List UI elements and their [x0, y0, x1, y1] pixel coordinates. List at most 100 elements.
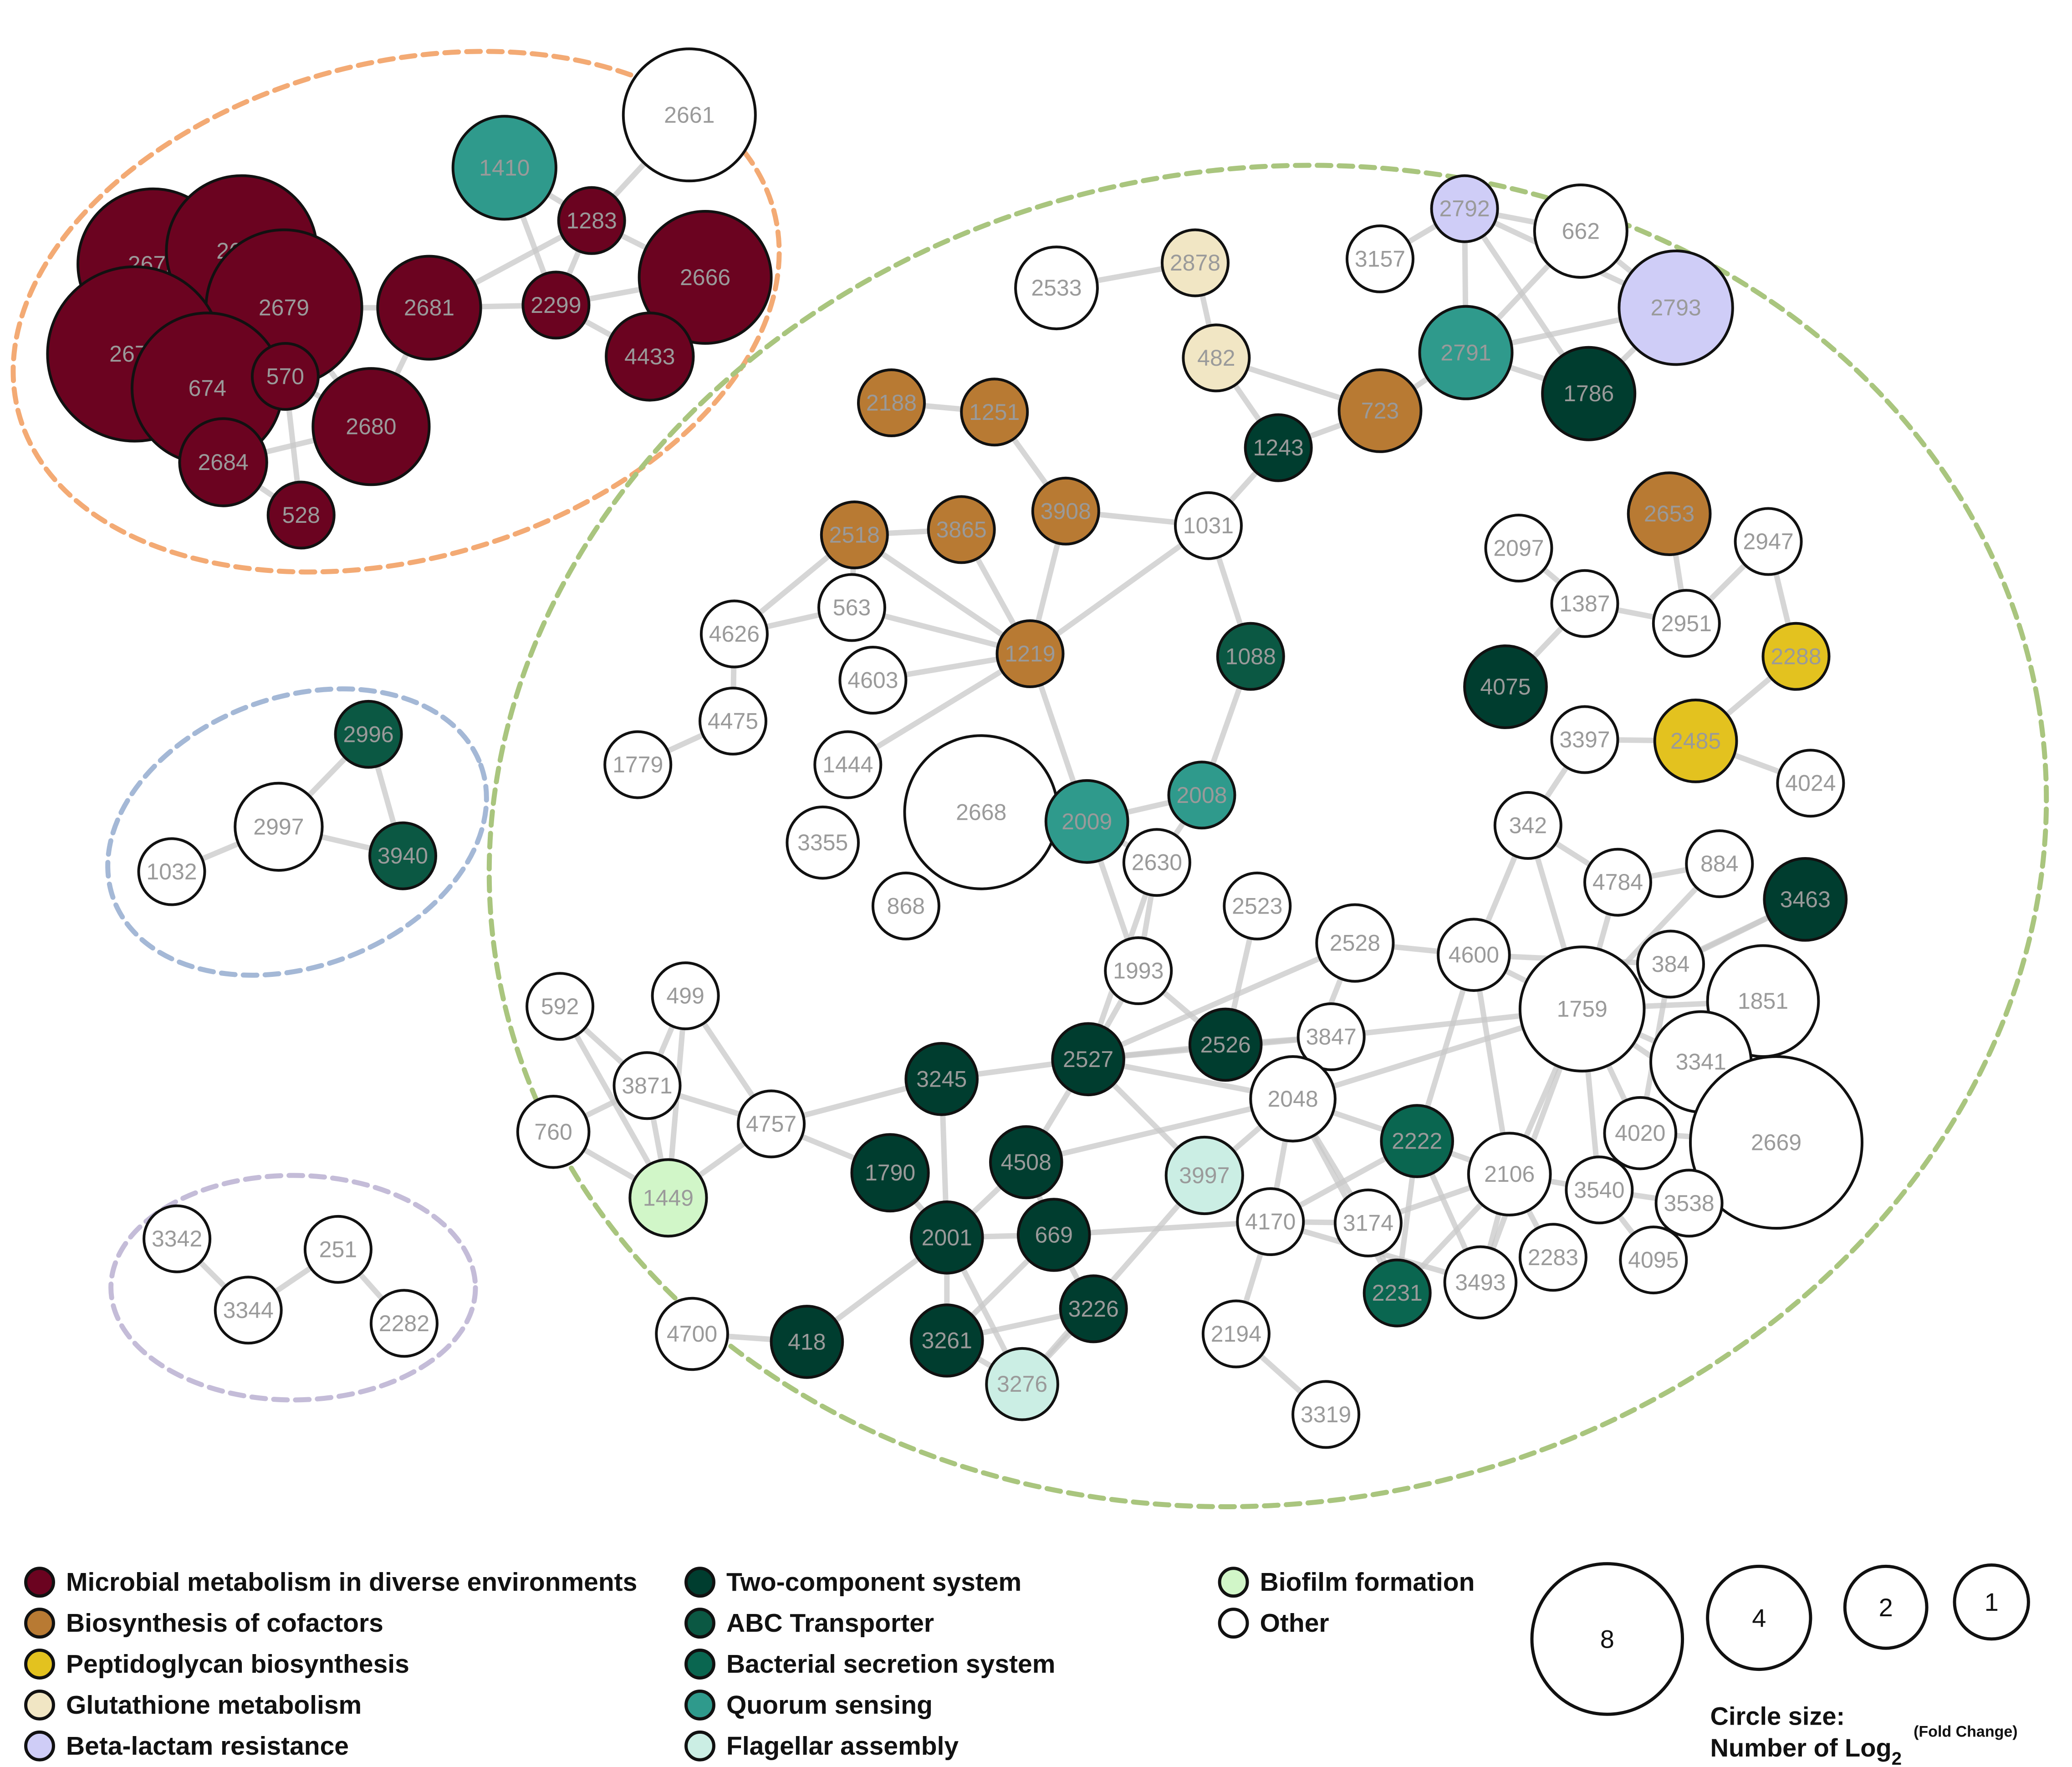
- node-label: 2947: [1743, 529, 1793, 554]
- node-label: 2878: [1170, 250, 1220, 276]
- network-node: 3261: [910, 1303, 984, 1378]
- node-label: 2630: [1132, 850, 1182, 875]
- node-circle: [638, 210, 773, 345]
- cluster-metabolism: [10, 49, 782, 575]
- network-node: 2630: [1122, 828, 1191, 897]
- network-node: 3344: [214, 1276, 283, 1345]
- node-label: 3261: [922, 1328, 972, 1353]
- node-circle: [1533, 184, 1628, 279]
- node-label: 2299: [531, 292, 581, 318]
- network-node: 2661: [622, 47, 757, 183]
- node-label: 3463: [1780, 887, 1831, 912]
- network-node: 2283: [1518, 1223, 1587, 1292]
- node-circle: [1182, 323, 1251, 393]
- network-node: 4475: [699, 686, 767, 756]
- network-node: 499: [651, 961, 720, 1031]
- network-node: 1779: [603, 730, 673, 799]
- node-label: 2679: [259, 295, 309, 321]
- network-node: 563: [817, 573, 886, 642]
- node-circle: [770, 1305, 844, 1379]
- node-label: 2288: [1771, 643, 1821, 669]
- node-label: 2008: [1176, 782, 1227, 808]
- node-label: 3540: [1574, 1177, 1624, 1203]
- node-circle: [1653, 699, 1738, 783]
- network-node: 2001: [910, 1200, 984, 1275]
- legend-label: Beta-lactam resistance: [66, 1731, 349, 1761]
- node-label: 868: [887, 893, 925, 919]
- node-circle: [1167, 761, 1236, 830]
- node-circle: [303, 1215, 373, 1284]
- network-node: 2684: [178, 417, 268, 507]
- network-node: 1993: [1104, 936, 1173, 1005]
- node-circle: [1652, 589, 1721, 658]
- node-circle: [1216, 622, 1285, 691]
- node-circle: [1763, 857, 1848, 942]
- legend-swatch: [24, 1730, 55, 1762]
- node-circle: [1603, 1096, 1678, 1170]
- node-label: 2996: [343, 721, 393, 747]
- network-node: 1444: [813, 730, 883, 799]
- size-circle: [1706, 1564, 1812, 1671]
- size-legend-circle: 8: [1530, 1562, 1684, 1716]
- legend-label: Microbial metabolism in diverse environm…: [66, 1568, 637, 1597]
- network-node: 2527: [1051, 1022, 1125, 1097]
- network-node: 2996: [334, 700, 403, 769]
- node-label: 4603: [847, 668, 898, 693]
- node-label: 2653: [1644, 501, 1694, 526]
- node-label: 592: [541, 994, 579, 1019]
- network-node: 2231: [1363, 1258, 1432, 1328]
- node-label: 4757: [746, 1111, 796, 1137]
- node-label: 3847: [1306, 1024, 1357, 1050]
- node-label: 1387: [1559, 591, 1610, 616]
- node-circle: [1291, 1380, 1361, 1449]
- legend-item: Two-component system: [684, 1567, 1021, 1598]
- node-circle: [813, 730, 883, 799]
- node-circle: [1031, 476, 1100, 546]
- network-node: 2533: [1014, 245, 1099, 331]
- node-circle: [1734, 507, 1803, 576]
- node-circle: [699, 599, 769, 669]
- node-label: 4700: [667, 1321, 717, 1347]
- node-circle: [1636, 929, 1705, 999]
- node-circle: [995, 619, 1065, 688]
- node-label: 2791: [1440, 340, 1491, 365]
- node-label: 4626: [709, 621, 760, 647]
- node-label: 3908: [1041, 498, 1091, 524]
- node-circle: [311, 367, 431, 486]
- node-circle: [1244, 413, 1313, 482]
- network-node: 418: [770, 1305, 844, 1379]
- legend-swatch: [24, 1608, 55, 1639]
- node-label: 3276: [997, 1371, 1047, 1397]
- node-circle: [1430, 174, 1499, 243]
- legend-swatch: [1218, 1567, 1249, 1598]
- node-circle: [451, 115, 557, 221]
- network-node: 3276: [985, 1347, 1059, 1421]
- network-node: 2299: [521, 271, 591, 340]
- network-node: 2680: [311, 367, 431, 486]
- node-label: 4600: [1449, 942, 1499, 968]
- node-label: 2194: [1211, 1321, 1261, 1347]
- network-node: 3174: [1333, 1188, 1403, 1257]
- node-label: 2106: [1484, 1161, 1535, 1187]
- caption-main: Number of Log: [1710, 1733, 1892, 1762]
- node-circle: [1346, 224, 1414, 293]
- node-circle: [1174, 491, 1243, 560]
- node-label: 1410: [479, 155, 530, 180]
- network-node: 4600: [1437, 918, 1511, 992]
- node-label: 2951: [1661, 611, 1712, 636]
- node-circle: [857, 368, 926, 437]
- node-label: 2188: [866, 390, 917, 416]
- network-node: 2878: [1161, 228, 1230, 297]
- node-circle: [1550, 705, 1619, 774]
- network-node: 1251: [960, 378, 1029, 447]
- network-node: 3997: [1164, 1135, 1244, 1215]
- network-node: 1387: [1550, 569, 1619, 638]
- node-label: 884: [1700, 851, 1738, 877]
- network-node: 4020: [1603, 1096, 1678, 1170]
- network-node: 2288: [1761, 622, 1831, 691]
- node-circle: [612, 1051, 682, 1120]
- node-label: 3493: [1455, 1270, 1506, 1295]
- node-circle: [1618, 250, 1734, 366]
